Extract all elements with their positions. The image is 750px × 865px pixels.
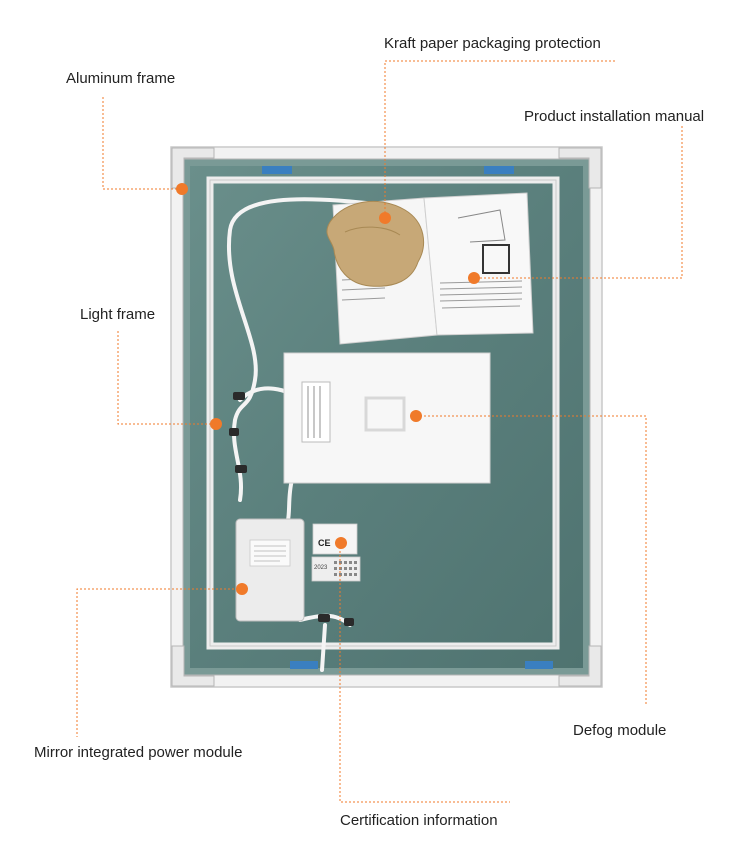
label-certification: Certification information [340,812,498,829]
leader-manual [474,126,683,279]
power-module-box [235,518,305,622]
marker-certification [335,537,347,549]
marker-light-frame [210,418,222,430]
label-manual: Product installation manual [524,108,705,125]
ce-mark: CE [318,538,331,548]
leader-power-module [76,588,242,737]
markers [176,183,480,595]
certification-label: CE 2023 [311,523,361,582]
label-defog-module: Defog module [573,722,667,739]
leader-kraft-paper [384,60,615,218]
label-light-frame: Light frame [80,306,156,323]
leader-defog [416,415,647,705]
corner-brackets [171,147,602,687]
kraft-paper-bag [326,200,425,287]
marker-manual [468,272,480,284]
leader-aluminum-frame [102,97,181,190]
marker-power-module [236,583,248,595]
cable-connectors [229,392,354,626]
defog-module-panel [283,352,491,484]
marker-defog [410,410,422,422]
cert-year: 2023 [314,565,328,571]
marker-kraft-paper [379,212,391,224]
leader-certification [339,543,510,803]
label-aluminum-frame: Aluminum frame [66,70,176,87]
label-power-module: Mirror integrated power module [34,744,243,761]
blue-tape [262,166,553,669]
leader-lines [76,60,683,803]
label-kraft-paper: Kraft paper packaging protection [384,35,601,52]
light-frame [206,176,560,650]
marker-aluminum-frame [176,183,188,195]
leader-light-frame [117,331,215,425]
